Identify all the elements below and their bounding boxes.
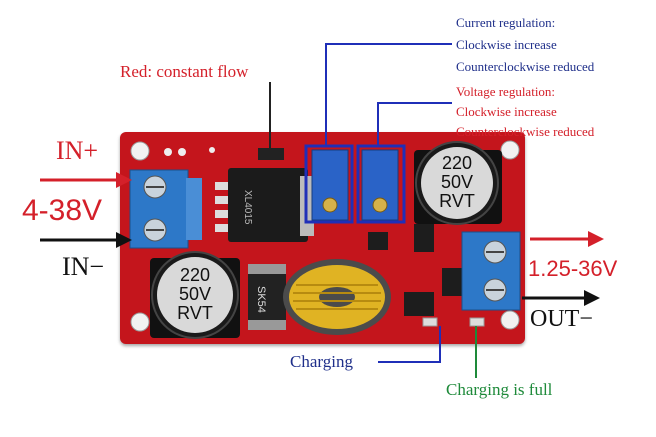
mount-hole-bottom-left: [130, 312, 150, 332]
output-terminal-block: [461, 231, 521, 311]
small-chip-1: [404, 292, 434, 316]
small-chip-3: [368, 232, 388, 250]
led-full: [469, 317, 485, 327]
capacitor-top: [414, 141, 502, 225]
current-highlight-box: [304, 144, 354, 224]
cap-top-text: 220 50V RVT: [439, 153, 475, 211]
small-chip-2: [414, 224, 434, 252]
inductor: [283, 259, 391, 335]
diode-label: SK54: [255, 286, 267, 313]
input-range-label: 4-38V: [22, 194, 103, 227]
voltage-leader: [377, 102, 452, 146]
out-minus-arrow: [584, 290, 600, 306]
out-plus-arrow: [588, 231, 604, 247]
capacitor-bottom: [150, 251, 240, 339]
charging-full-label: Charging is full: [446, 380, 553, 399]
mount-hole-bottom-right: [500, 310, 520, 330]
in-minus-arrow: [116, 232, 132, 248]
charging-label: Charging: [290, 352, 353, 371]
mount-hole-top-left: [130, 141, 150, 161]
voltage-highlight-box: [356, 144, 406, 224]
in-minus-label: IN−: [62, 252, 105, 281]
current-leader: [325, 43, 452, 146]
in-plus-arrow: [116, 172, 132, 188]
input-terminal-block: [129, 169, 202, 249]
in-plus-label: IN+: [56, 136, 99, 165]
current-trimmer: [311, 149, 349, 221]
sense-resistor: [258, 148, 284, 160]
charging-leader: [378, 326, 441, 363]
voltage-trimmer: [361, 149, 399, 221]
ic-label: XL4015: [242, 190, 253, 225]
voltage-regulation-label: Voltage regulation: Clockwise increase C…: [456, 84, 595, 139]
output-range-label: 1.25-36V: [528, 256, 618, 281]
cap-bottom-text: 220 50V RVT: [177, 265, 213, 323]
regulator-ic: [215, 168, 314, 242]
red-constant-flow-label: Red: constant flow: [120, 62, 249, 81]
schottky-diode: [248, 264, 286, 330]
mount-hole-top-right: [500, 140, 520, 160]
out-minus-label: OUT−: [530, 306, 593, 332]
led-charging: [422, 317, 438, 327]
small-chip-4: [442, 268, 462, 296]
current-regulation-label: Current regulation: Clockwise increase C…: [456, 15, 595, 74]
